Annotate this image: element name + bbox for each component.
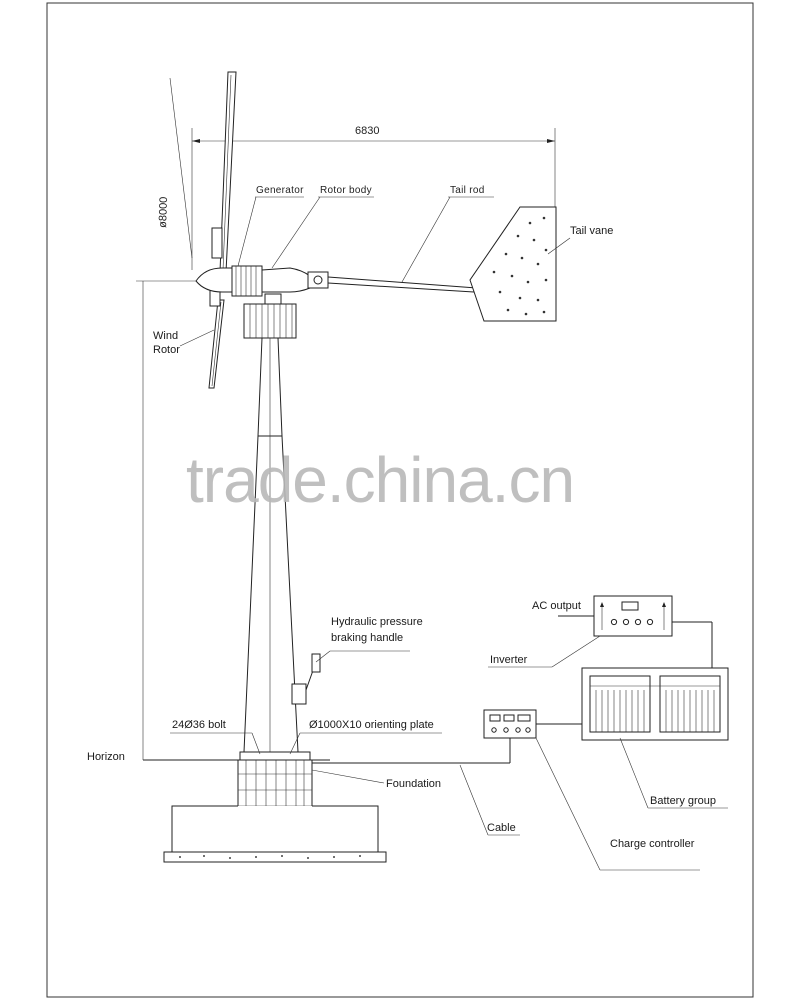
inverter-label: Inverter (490, 654, 528, 666)
charge-controller (483, 709, 582, 739)
callout-labels: Generator Rotor body Tail rod Tail vane … (87, 185, 728, 871)
horizon-label: Horizon (87, 751, 125, 763)
wind-rotor-label-line1: Wind (153, 330, 178, 342)
watermark: trade.china.cn (186, 444, 574, 516)
wind-rotor-label-line2: Rotor (153, 344, 180, 356)
height-dimension (136, 280, 196, 760)
wind-rotor-blades (208, 71, 237, 389)
ac-output-label: AC output (532, 600, 581, 612)
inverter (558, 595, 673, 637)
cable-label: Cable (487, 822, 516, 834)
tail-rod-label: Tail rod (450, 185, 485, 196)
foundation (143, 751, 387, 863)
hydraulic-label-line2: braking handle (331, 632, 403, 644)
rotor-diameter-text: ø8000 (157, 197, 170, 229)
rotor-body-label: Rotor body (320, 185, 372, 196)
rotor-diameter-dimension: ø8000 (157, 77, 193, 259)
tower (243, 303, 299, 753)
bolt-label: 24Ø36 bolt (172, 719, 226, 731)
hydraulic-label-line1: Hydraulic pressure (331, 616, 423, 628)
hydraulic-braking-handle (291, 653, 321, 705)
orienting-plate-label: Ø1000X10 orienting plate (309, 719, 434, 731)
tail-vane-label: Tail vane (570, 225, 613, 237)
foundation-label: Foundation (386, 778, 441, 790)
sheet-border (46, 2, 754, 998)
battery-group-label: Battery group (650, 795, 716, 807)
nacelle (195, 265, 329, 305)
tail-vane (469, 206, 557, 322)
cable (312, 738, 511, 764)
generator-label: Generator (256, 185, 304, 196)
charge-controller-label: Charge controller (610, 838, 695, 850)
span-dimension-text: 6830 (355, 125, 379, 137)
battery-group (581, 621, 729, 741)
